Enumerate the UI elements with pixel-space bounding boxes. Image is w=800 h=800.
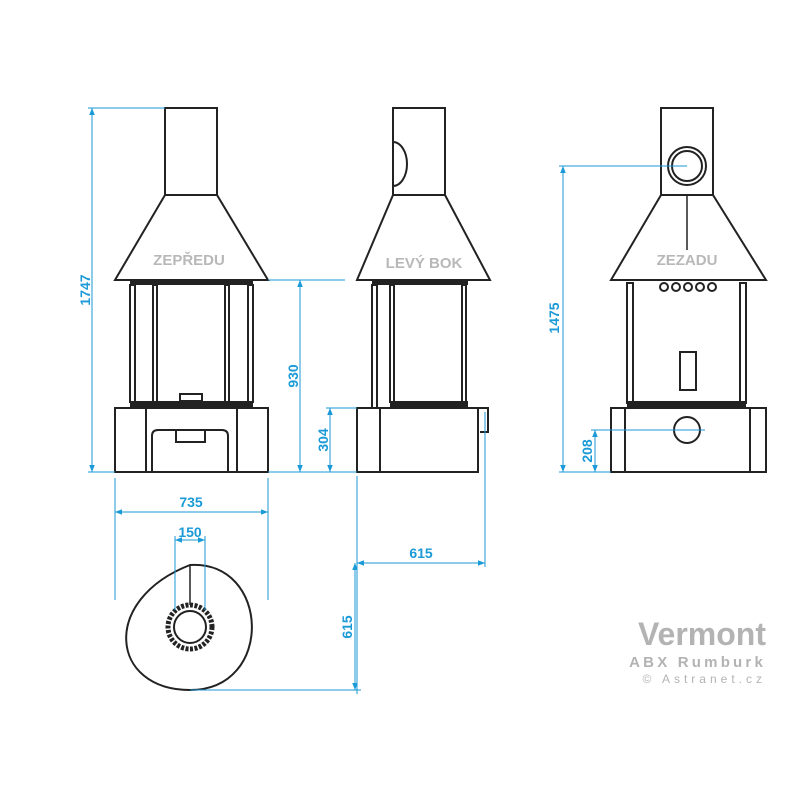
hood <box>355 194 492 281</box>
brand-block: Vermont ABX Rumburk © Astranet.cz <box>629 616 766 686</box>
dim-rear-inlet-height: 208 <box>579 439 595 463</box>
flue-ring <box>165 602 215 652</box>
dim-base-height: 304 <box>315 428 331 452</box>
view-label-side: LEVÝ BOK <box>386 254 463 272</box>
chimney <box>164 107 218 196</box>
outline <box>125 563 253 692</box>
dim-flue-diameter: 150 <box>178 524 202 540</box>
view-label-back: ZEZADU <box>657 252 718 269</box>
front-view: ZEPŘEDU <box>113 107 270 473</box>
dimensions: 1747 930 304 735 150 615 615 1475 208 <box>77 107 705 694</box>
chimney <box>392 107 446 196</box>
hood <box>609 194 768 281</box>
control-knobs <box>659 282 717 292</box>
top-view <box>125 563 253 692</box>
dim-rear-flue-height: 1475 <box>546 302 562 333</box>
dim-width: 735 <box>179 494 203 510</box>
model-name: Vermont <box>638 616 766 652</box>
back-view: ZEZADU <box>609 107 768 473</box>
view-label-front: ZEPŘEDU <box>153 251 225 269</box>
side-view: LEVÝ BOK <box>355 107 492 473</box>
dim-depth-horizontal: 615 <box>409 545 433 561</box>
dim-opening-height: 930 <box>285 364 301 388</box>
dim-depth-vertical: 615 <box>339 615 355 639</box>
copyright: © Astranet.cz <box>642 672 766 686</box>
base <box>356 407 479 473</box>
maker-name: ABX Rumburk <box>629 654 766 671</box>
dim-total-height: 1747 <box>77 274 93 305</box>
